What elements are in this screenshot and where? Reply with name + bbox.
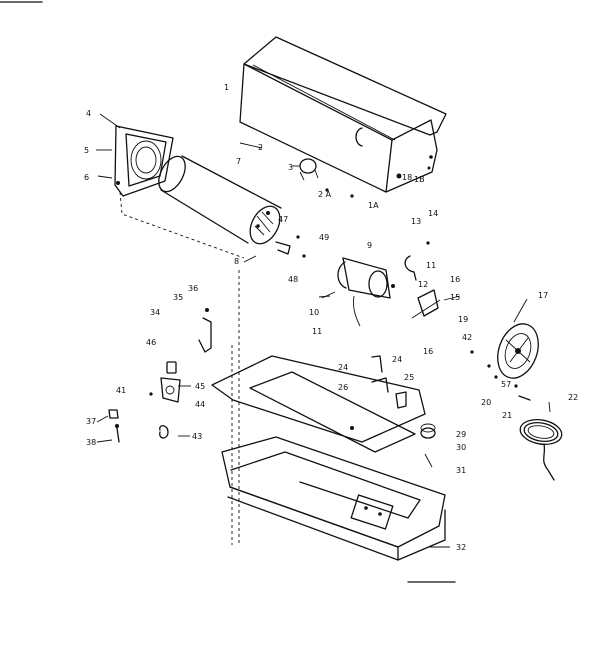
callout-5: 5 <box>84 146 89 155</box>
callout-35: 35 <box>173 293 183 302</box>
callout-19: 19 <box>458 315 468 324</box>
callout-16b: 16 <box>423 347 433 356</box>
callout-49: 49 <box>319 233 329 242</box>
callout-31: 31 <box>456 466 466 475</box>
small-hardware-top <box>275 158 354 258</box>
callout-30: 30 <box>456 443 466 452</box>
callout-37: 37 <box>86 417 96 426</box>
callout-22: 22 <box>568 393 578 402</box>
callout-15: 15 <box>450 293 460 302</box>
callout-14: 14 <box>428 209 438 218</box>
callout-44: 44 <box>195 400 205 409</box>
callout-1b: 1B <box>414 175 425 184</box>
callout-13: 13 <box>411 217 421 226</box>
callout-20: 20 <box>481 398 491 407</box>
power-cord <box>518 395 563 481</box>
hardware-13 <box>426 241 430 245</box>
callout-11b: 11 <box>312 327 322 336</box>
callout-8: 8 <box>234 257 239 266</box>
callout-46: 46 <box>146 338 156 347</box>
callout-12: 12 <box>418 280 428 289</box>
outer-shell <box>239 36 447 193</box>
callout-41: 41 <box>116 386 126 395</box>
callout-45: 45 <box>195 382 205 391</box>
rear-plate <box>114 125 245 259</box>
wire-harness <box>404 255 417 281</box>
combustion-chamber <box>158 155 282 245</box>
callout-1a: 1A <box>368 201 379 210</box>
callout-38: 38 <box>86 438 96 447</box>
callout-2a: 2 A <box>318 190 332 199</box>
callout-42: 42 <box>462 333 472 342</box>
callout-32: 32 <box>456 543 466 552</box>
callout-3: 3 <box>288 163 293 172</box>
callout-10: 10 <box>309 308 319 317</box>
callout-9: 9 <box>367 241 372 250</box>
leader-lines <box>96 113 551 548</box>
callout-17: 17 <box>538 291 548 300</box>
callout-24b: 24 <box>392 355 402 364</box>
callout-36: 36 <box>188 284 198 293</box>
callout-57: 57 <box>501 380 511 389</box>
left-controls <box>108 308 212 443</box>
callout-6: 6 <box>84 173 89 182</box>
callout-7: 7 <box>236 157 241 166</box>
callout-18: 18 <box>402 173 412 182</box>
motor-assembly <box>321 257 395 327</box>
callout-43: 43 <box>192 432 202 441</box>
callout-24a: 24 <box>338 363 348 372</box>
callout-1: 1 <box>224 83 229 92</box>
callout-47: 47 <box>278 215 288 224</box>
callout-16a: 16 <box>450 275 460 284</box>
callout-labels: 1 2 3 4 5 6 7 8 9 10 11 11 12 13 14 15 1… <box>84 83 578 552</box>
callout-4: 4 <box>86 109 91 118</box>
base-tank <box>211 270 456 583</box>
bracket-15 <box>417 289 439 317</box>
callout-11a: 11 <box>426 261 436 270</box>
callout-29: 29 <box>456 430 466 439</box>
callout-25: 25 <box>404 373 414 382</box>
callout-21: 21 <box>502 411 512 420</box>
callout-48: 48 <box>288 275 298 284</box>
callout-2: 2 <box>258 143 263 152</box>
fan-assembly <box>470 323 539 388</box>
callout-34a: 34 <box>150 308 160 317</box>
callout-26: 26 <box>338 383 348 392</box>
